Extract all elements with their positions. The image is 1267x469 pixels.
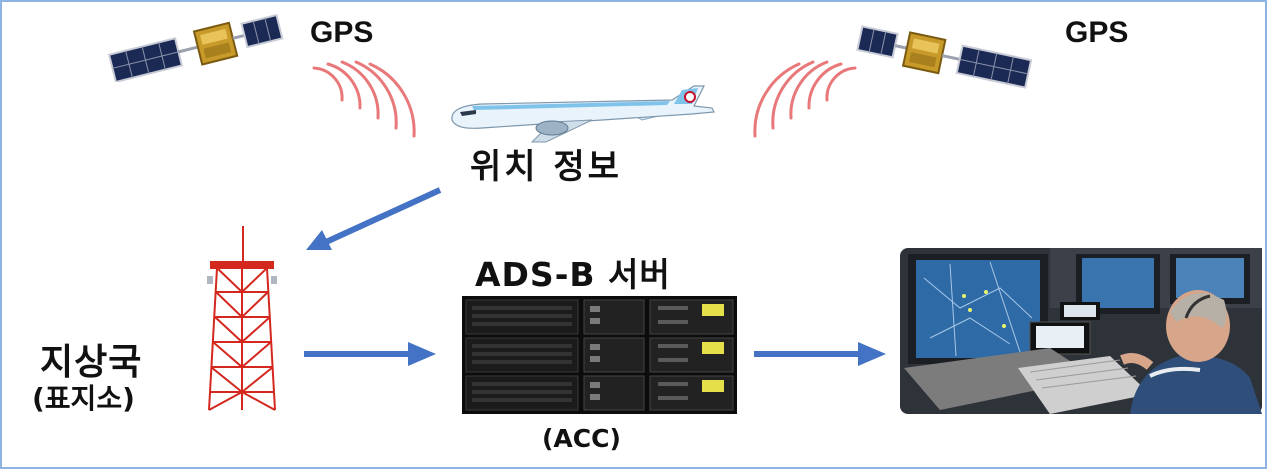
ground-station-label: 지상국	[40, 342, 143, 383]
console-panel	[1029, 302, 1100, 355]
operator	[1120, 290, 1262, 414]
satellite-body	[901, 31, 947, 75]
solar-panel-left	[107, 37, 184, 82]
radio-tower-icon	[207, 226, 277, 411]
solar-panel-right	[240, 13, 284, 49]
arrow-to-control-room	[754, 342, 886, 366]
ads-b-server-label: ADS-B 서버	[475, 255, 671, 294]
solar-panel-right	[955, 44, 1033, 89]
server-unit	[465, 375, 734, 411]
satellite-left-icon	[107, 13, 284, 82]
acc-label: (ACC)	[542, 424, 621, 453]
server-unit	[465, 299, 734, 335]
solar-panel-left	[856, 25, 899, 59]
arrow-to-ground-station	[306, 187, 442, 250]
arrow-to-server	[304, 342, 436, 366]
radar-display	[908, 254, 1048, 364]
satellite-body	[192, 21, 239, 66]
control-room-photo	[900, 248, 1262, 414]
satellite-right-icon	[856, 25, 1033, 89]
gps-label-left: GPS	[310, 16, 374, 49]
gps-label-right: GPS	[1065, 16, 1129, 49]
position-info-label: 위치 정보	[470, 147, 622, 187]
signal-waves-icon	[753, 60, 857, 138]
server-rack-icon	[462, 296, 737, 414]
ground-station-sublabel: (표지소)	[32, 382, 135, 415]
signal-waves-icon	[312, 60, 416, 138]
airplane-icon	[451, 85, 715, 143]
keyboard	[904, 348, 1150, 414]
server-unit	[465, 337, 734, 373]
